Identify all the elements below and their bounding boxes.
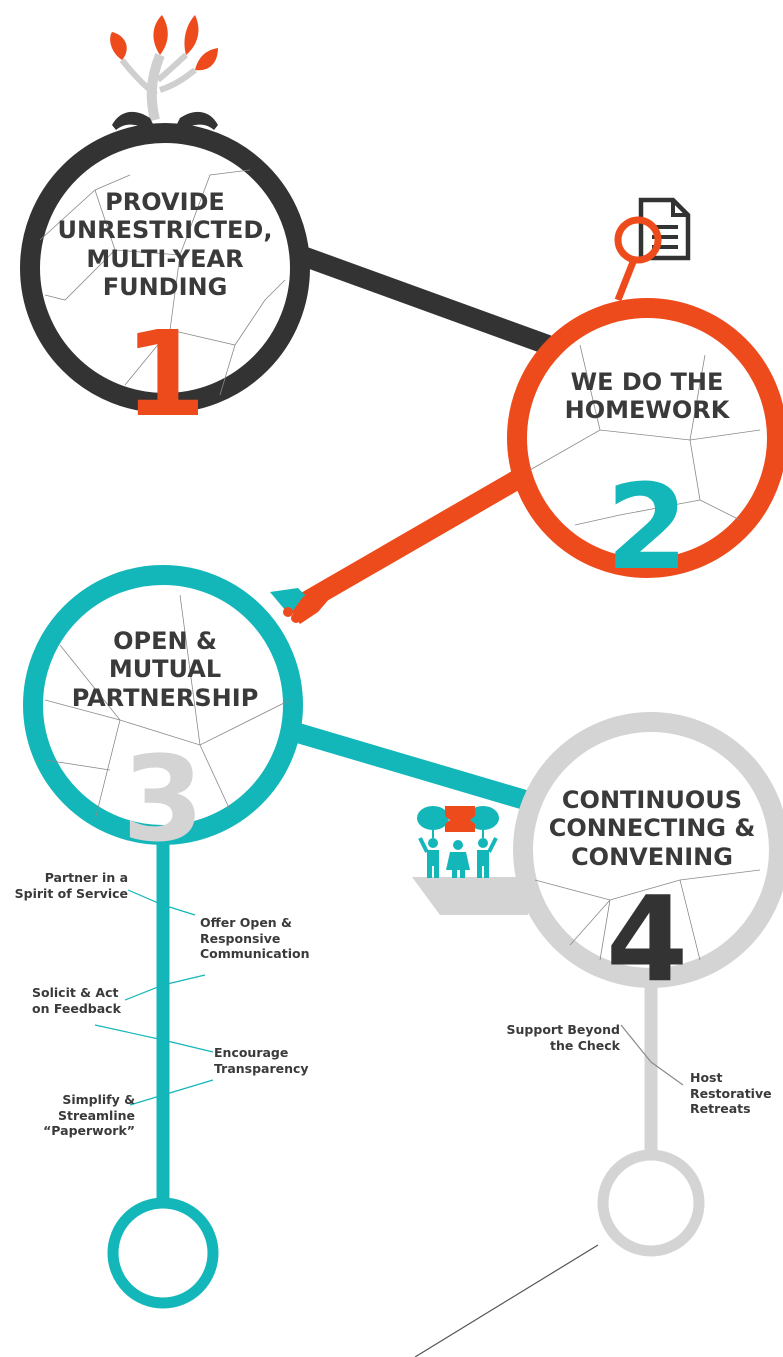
step-4-number: 4 — [605, 870, 689, 1008]
connector-2-doc — [614, 260, 637, 302]
detail-restorative-retreats: Host Restorative Retreats — [690, 1070, 772, 1117]
step-4-title: CONTINUOUS CONNECTING & CONVENING — [548, 786, 756, 871]
step-2-number: 2 — [605, 458, 689, 596]
detail-open-communication: Offer Open & Responsive Communication — [200, 915, 310, 962]
detail-solicit-feedback: Solicit & Act on Feedback — [32, 985, 121, 1016]
handshake-icon — [270, 585, 330, 624]
document-icon — [614, 197, 691, 264]
detail-simplify-paperwork: Simplify & Streamline “Paperwork” — [43, 1092, 135, 1139]
plant-money-hands-icon — [110, 15, 218, 130]
connector-1-2 — [296, 245, 552, 355]
step3-leader-lines — [94, 889, 214, 1106]
step-2-title: WE DO THE HOMEWORK — [564, 368, 730, 425]
detail-support-beyond-check: Support Beyond the Check — [506, 1022, 620, 1053]
step4-leader-lines — [620, 1024, 684, 1086]
detail-encourage-transparency: Encourage Transparency — [214, 1045, 309, 1076]
step-1-circle — [20, 123, 310, 413]
connector-3-4 — [295, 723, 528, 810]
step-3-number: 3 — [121, 730, 205, 868]
step-2-circle — [507, 298, 783, 578]
step-1-number: 1 — [123, 305, 207, 443]
step-3-circle — [23, 565, 303, 845]
people-puzzle-icon — [417, 806, 499, 878]
step-1-title: PROVIDE UNRESTRICTED, MULTI-YEAR FUNDING — [57, 188, 273, 301]
step-3-end-circle — [107, 1197, 219, 1309]
trailing-line — [414, 1244, 599, 1357]
detail-partner-spirit-service: Partner in a Spirit of Service — [14, 870, 128, 901]
step-4-end-circle — [597, 1149, 705, 1257]
step-4-platform — [412, 877, 528, 915]
connector-2-3 — [294, 466, 531, 614]
step-3-title: OPEN & MUTUAL PARTNERSHIP — [71, 627, 259, 712]
step-4-circle — [412, 712, 783, 988]
